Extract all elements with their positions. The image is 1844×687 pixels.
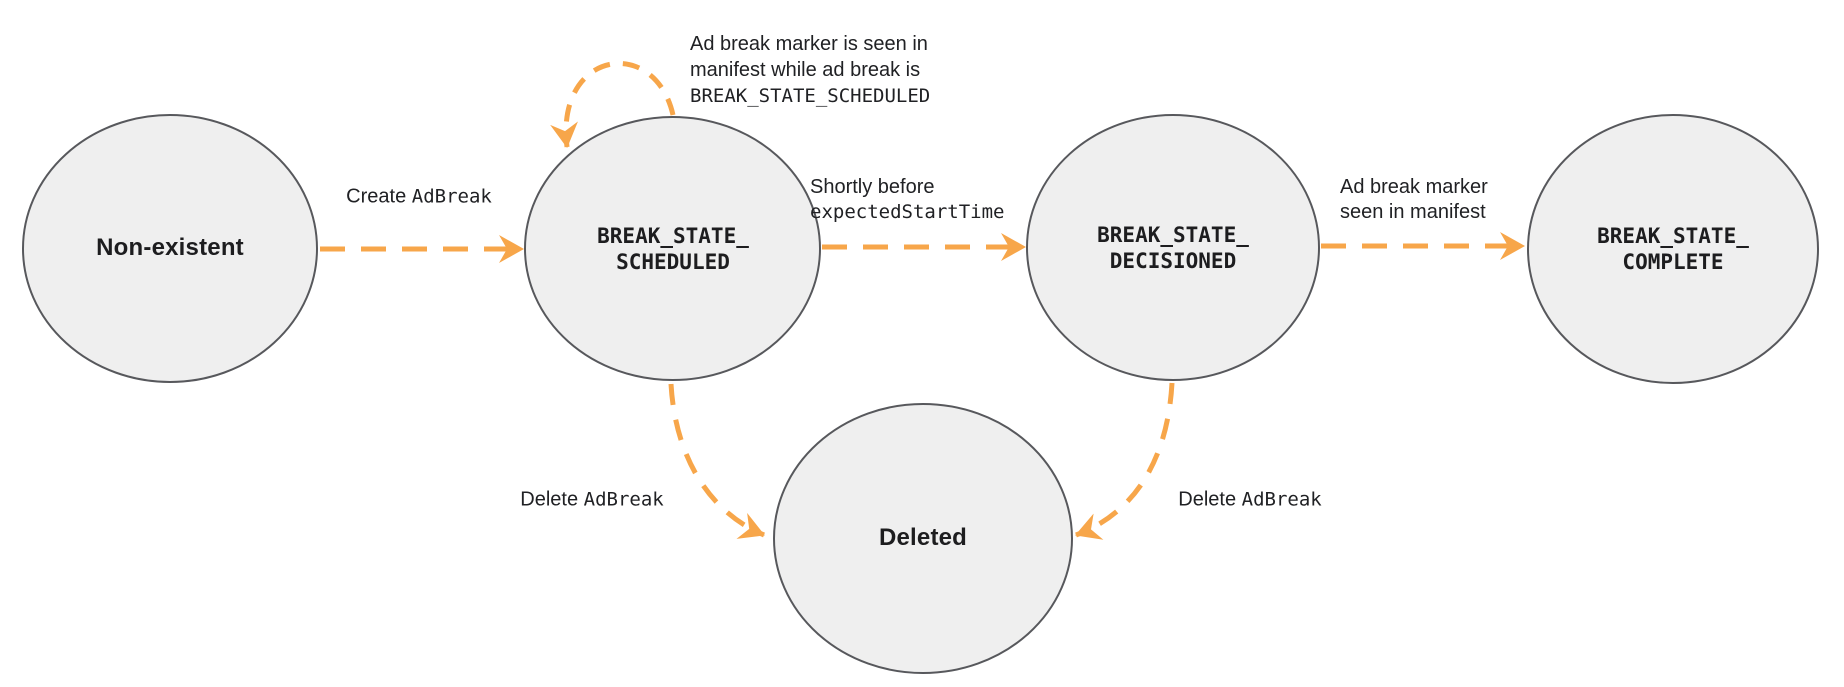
state-node-break-state-complete: [1527, 114, 1819, 384]
edge-label-self-loop: Ad break marker is seen in manifest whil…: [690, 31, 930, 109]
edge-self-loop-scheduled: [550, 61, 676, 148]
state-node-break-state-decisioned: [1026, 114, 1320, 381]
state-label-deleted: Deleted: [878, 524, 968, 551]
state-label-break-state-decisioned: BREAK_STATE_ DECISIONED: [1097, 222, 1249, 274]
edge-label-code: AdBreak: [1241, 488, 1322, 511]
state-label-line: BREAK_STATE_: [1097, 223, 1249, 247]
state-node-break-state-scheduled: [524, 116, 821, 381]
state-label-line: DECISIONED: [1109, 249, 1237, 273]
state-node-non-existent: [22, 114, 318, 383]
edge-label-text: Delete: [520, 488, 584, 511]
edge-label-marker-seen: Ad break marker seen in manifest: [1340, 175, 1488, 225]
edge-label-text: Delete: [1178, 488, 1242, 511]
edge-label-delete-from-decisioned: Delete AdBreak: [1178, 488, 1321, 513]
edge-label-line: seen in manifest: [1340, 201, 1486, 223]
edge-delete-from-scheduled: [668, 383, 765, 539]
state-label-break-state-scheduled: BREAK_STATE_ SCHEDULED: [597, 223, 749, 275]
state-label-break-state-complete: BREAK_STATE_ COMPLETE: [1597, 223, 1749, 275]
state-node-deleted: [773, 403, 1073, 674]
edge-label-code-line: BREAK_STATE_SCHEDULED: [690, 85, 931, 107]
edge-label-line: Ad break marker: [1340, 176, 1488, 198]
state-label-line: BREAK_STATE_: [597, 224, 749, 248]
edge-label-code: AdBreak: [583, 488, 664, 511]
state-label-line: BREAK_STATE_: [1597, 224, 1749, 248]
state-label-line: COMPLETE: [1622, 250, 1724, 274]
state-label-non-existent: Non-existent: [96, 234, 244, 261]
edge-label-shortly-before: Shortly before expectedStartTime: [810, 175, 1004, 225]
edge-label-code-line: expectedStartTime: [810, 201, 1005, 223]
edge-label-line: Ad break marker is seen in: [690, 33, 928, 55]
edge-delete-from-decisioned: [1075, 382, 1175, 540]
edge-label-delete-from-scheduled: Delete AdBreak: [520, 488, 663, 513]
edge-label-code: AdBreak: [411, 185, 492, 208]
edge-label-line: Shortly before: [810, 176, 935, 198]
edge-label-line: manifest while ad break is: [690, 59, 921, 81]
state-label-line: SCHEDULED: [616, 250, 730, 274]
edge-label-text: Create: [346, 185, 412, 208]
edge-label-create-adbreak: Create AdBreak: [346, 185, 492, 210]
